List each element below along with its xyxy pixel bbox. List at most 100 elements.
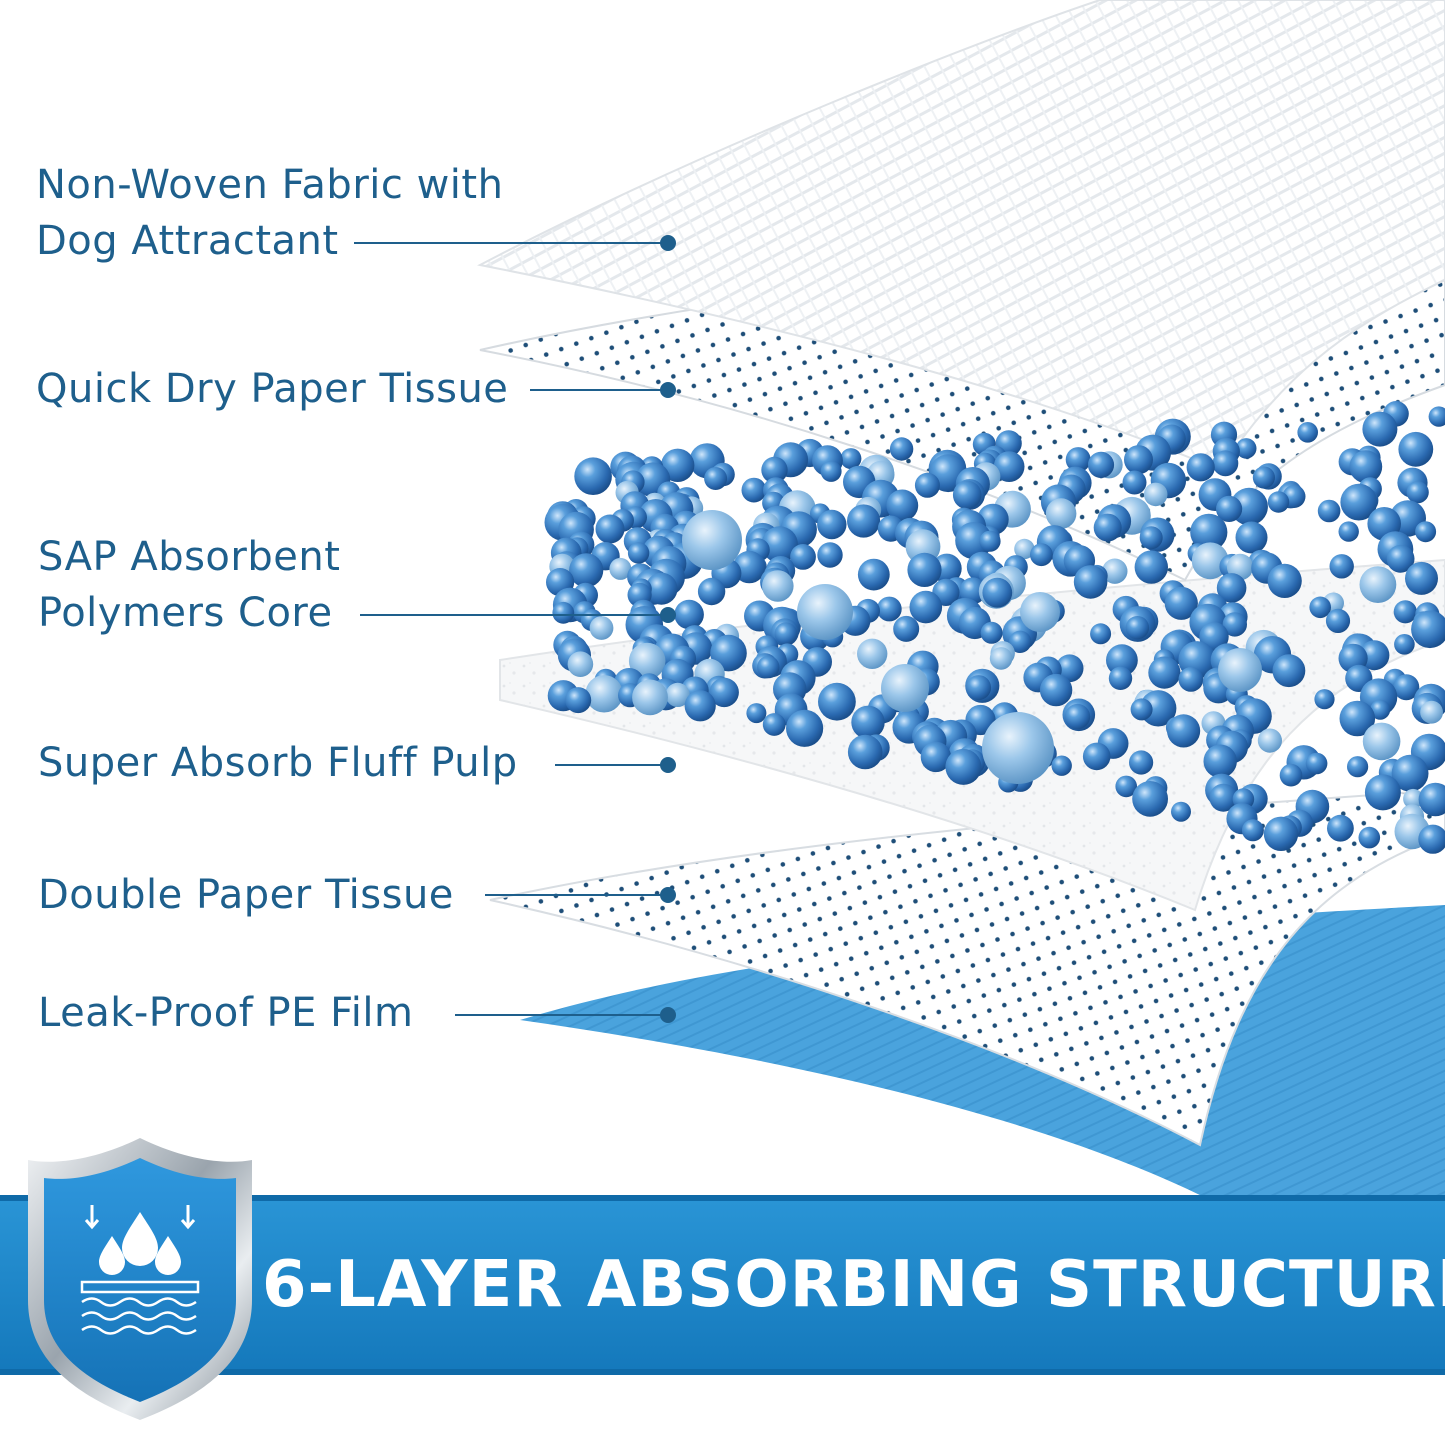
sap-bead — [982, 577, 1013, 608]
label-nonwoven-line2: Dog Attractant — [36, 218, 339, 264]
sap-bead — [993, 451, 1025, 482]
sap-bead — [1297, 422, 1318, 443]
sap-bead — [840, 448, 862, 470]
sap-bead-large — [1218, 648, 1262, 692]
sap-bead — [1130, 698, 1153, 721]
sap-bead — [761, 526, 798, 563]
label-fluff: Super Absorb Fluff Pulp — [38, 740, 518, 786]
sap-bead — [1191, 542, 1229, 580]
label-connectors — [354, 235, 676, 1023]
sap-bead — [567, 651, 594, 677]
sap-bead — [704, 467, 728, 490]
sap-bead — [1347, 756, 1369, 778]
sap-bead — [1267, 491, 1290, 513]
sap-bead — [1309, 596, 1331, 619]
sap-bead — [1403, 788, 1424, 809]
sap-bead — [1364, 774, 1401, 811]
sap-bead — [709, 677, 739, 708]
sap-bead-large — [682, 510, 742, 570]
sap-bead — [1325, 608, 1351, 634]
sap-bead — [1051, 755, 1072, 776]
sap-bead — [1393, 600, 1417, 624]
sap-bead — [1415, 521, 1437, 543]
sap-bead — [1148, 656, 1181, 689]
sap-bead — [762, 713, 786, 736]
sap-bead — [661, 448, 695, 482]
sap-bead — [989, 647, 1013, 670]
sap-bead — [1370, 699, 1391, 720]
sap-bead — [1093, 513, 1122, 542]
sap-bead — [1134, 550, 1169, 584]
sap-bead — [1398, 431, 1434, 467]
sap-bead — [1359, 566, 1397, 603]
sap-bead — [909, 590, 943, 624]
sap-bead — [1222, 612, 1248, 637]
sap-bead — [1186, 453, 1215, 482]
sap-bead — [1143, 482, 1168, 507]
sap-bead — [741, 477, 767, 503]
sap-bead — [569, 553, 604, 588]
sap-bead — [786, 709, 824, 747]
sap-bead — [1087, 451, 1115, 478]
sap-bead — [1241, 819, 1264, 842]
sap-bead — [920, 741, 952, 773]
sap-bead — [1235, 521, 1268, 554]
sap-bead — [1178, 667, 1204, 692]
sap-bead — [1082, 742, 1111, 771]
sap-bead — [1362, 411, 1398, 447]
sap-bead — [1124, 445, 1153, 475]
sap-bead — [1122, 470, 1147, 495]
shield-water-drops-icon — [28, 1138, 252, 1420]
label-sap-line2: Polymers Core — [38, 590, 333, 636]
sap-beads-layer — [544, 401, 1445, 854]
sap-bead — [1115, 775, 1137, 798]
sap-bead — [684, 690, 716, 722]
nonwoven-layer — [477, 0, 1445, 472]
sap-bead — [1030, 543, 1053, 567]
sap-bead — [665, 682, 690, 708]
sap-bead — [817, 542, 843, 568]
sap-bead — [959, 577, 987, 605]
sap-bead — [1257, 728, 1282, 753]
sap-bead — [1073, 565, 1108, 599]
sap-bead — [1339, 700, 1376, 737]
sap-bead-large — [1020, 592, 1060, 632]
sap-bead — [746, 703, 767, 724]
sap-bead — [1386, 544, 1415, 573]
sap-bead — [1338, 521, 1359, 542]
banner-title: 6-LAYER ABSORBING STRUCTURE — [262, 1248, 1445, 1322]
sap-bead — [979, 530, 1001, 552]
sap-bead — [914, 472, 940, 498]
sap-bead — [817, 509, 847, 540]
sap-bead — [945, 748, 982, 785]
label-quick-dry: Quick Dry Paper Tissue — [36, 366, 509, 412]
sap-bead — [1394, 634, 1415, 655]
sap-bead — [893, 615, 920, 642]
sap-bead — [955, 522, 993, 560]
sap-bead — [674, 599, 704, 630]
sap-bead — [1418, 782, 1445, 817]
sap-bead — [632, 679, 668, 716]
sap-bead — [595, 514, 625, 544]
sap-bead — [1358, 826, 1381, 849]
sap-bead — [857, 558, 890, 591]
sap-bead — [1108, 666, 1133, 690]
sap-bead — [857, 638, 888, 669]
sap-bead — [847, 734, 883, 770]
sap-bead — [1055, 654, 1084, 683]
sap-bead — [774, 622, 798, 645]
sap-bead — [1272, 654, 1306, 688]
sap-bead — [1327, 814, 1354, 842]
sap-bead — [980, 621, 1003, 644]
sap-bead — [1391, 754, 1429, 792]
sap-bead — [1125, 616, 1150, 640]
sap-bead — [697, 577, 726, 606]
sap-bead-large — [982, 712, 1054, 784]
sap-bead — [1216, 495, 1243, 522]
sap-bead — [1305, 752, 1328, 775]
sap-bead — [1420, 700, 1443, 724]
sap-bead — [1129, 750, 1154, 775]
sap-bead — [1329, 554, 1354, 579]
sap-bead — [907, 552, 942, 588]
